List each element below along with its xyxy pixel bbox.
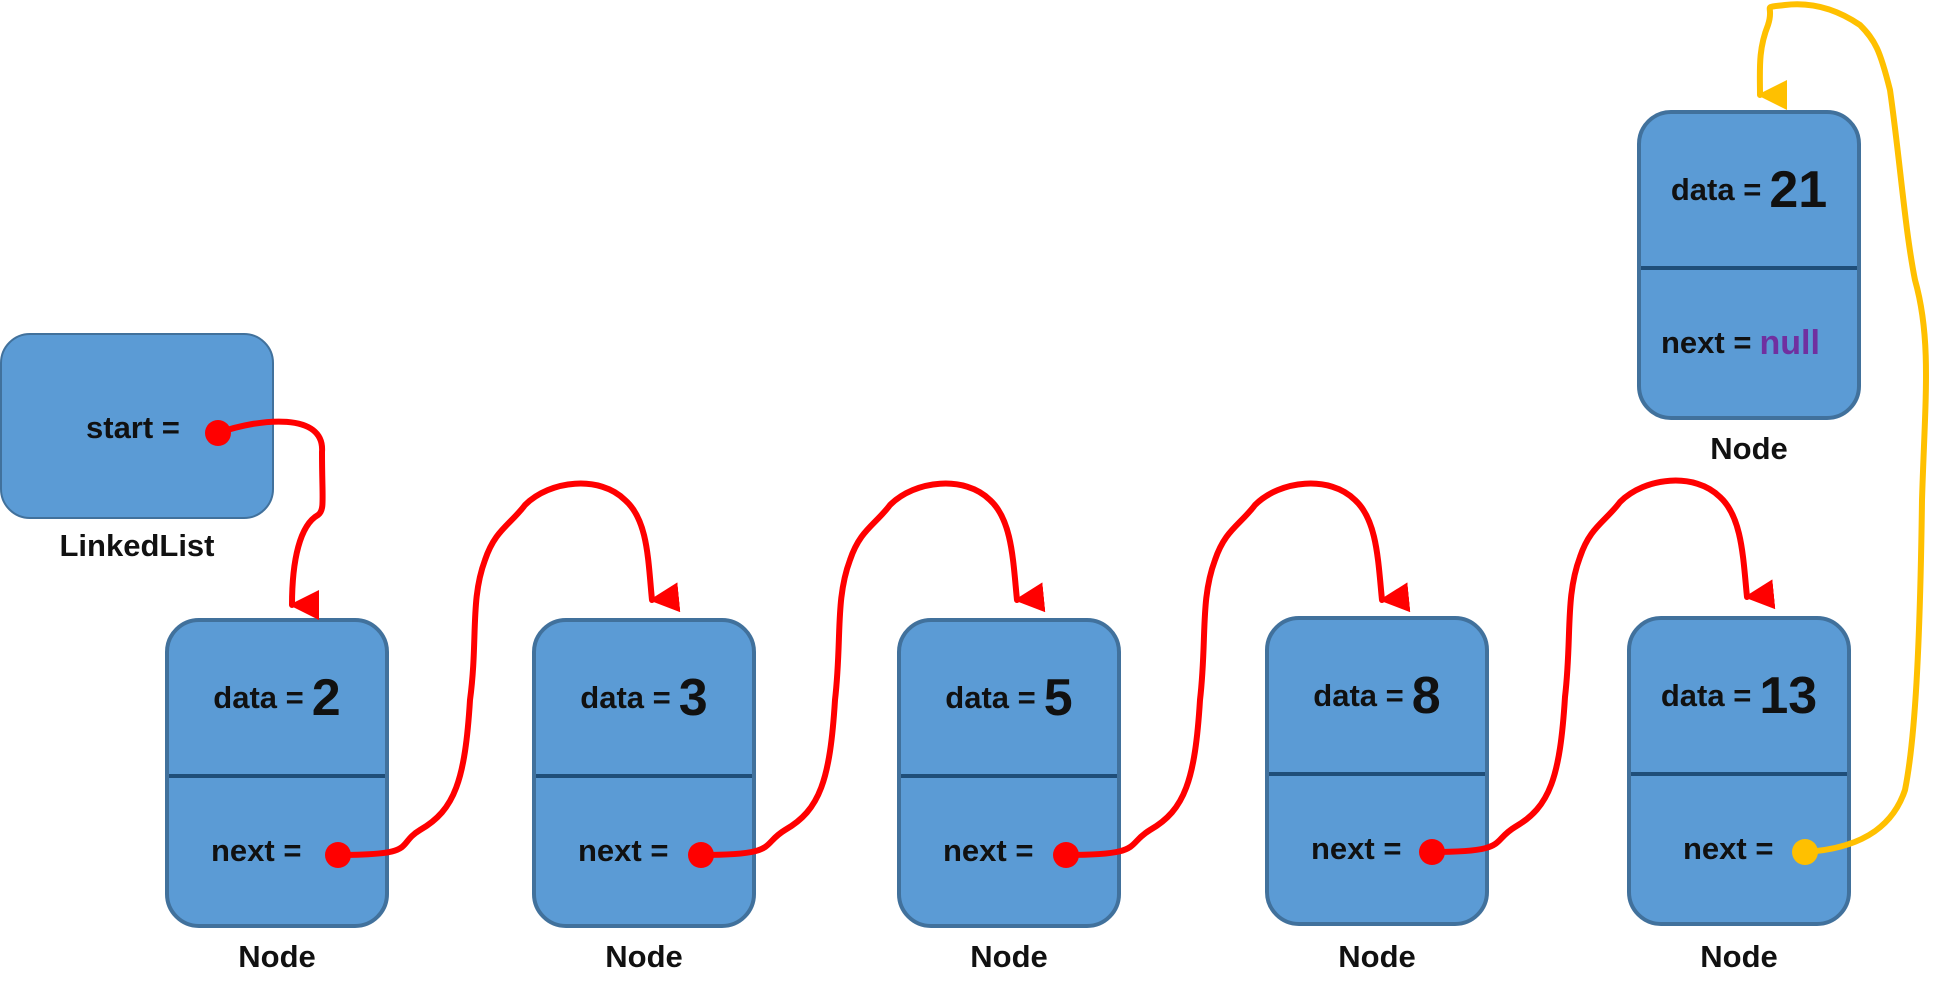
- next-label: next =: [943, 833, 1034, 868]
- node-data-field: data = 8: [1269, 620, 1485, 772]
- data-label: data =: [580, 680, 671, 715]
- node-next-field: next =: [901, 778, 1117, 924]
- data-value: 2: [311, 669, 341, 727]
- node-divider: [169, 774, 385, 778]
- linkedlist-caption: LinkedList: [59, 528, 215, 563]
- node-21: data = 21 next = null: [1637, 110, 1861, 420]
- data-value: 21: [1769, 161, 1828, 219]
- node-data-field: data = 13: [1631, 620, 1847, 772]
- linkedlist-box: start =: [0, 333, 274, 519]
- node-data-field: data = 3: [536, 622, 752, 774]
- next-label: next =: [1683, 831, 1774, 866]
- start-pointer-dot: [205, 420, 231, 446]
- node-2: data = 2 next =: [165, 618, 389, 928]
- node-data-field: data = 21: [1641, 114, 1857, 266]
- data-label: data =: [1670, 172, 1762, 207]
- next-label: next =: [211, 833, 302, 868]
- node-8: data = 8 next =: [1265, 616, 1489, 926]
- data-label: data =: [945, 680, 1036, 715]
- node-caption: Node: [1700, 939, 1778, 974]
- node-next-field: next =: [1269, 776, 1485, 922]
- data-value: 5: [1043, 669, 1073, 727]
- node-data-field: data = 5: [901, 622, 1117, 774]
- null-value: null: [1759, 323, 1820, 362]
- node-caption: Node: [970, 939, 1048, 974]
- next-pointer-dot: [325, 842, 351, 868]
- next-pointer-dot-last: [1792, 839, 1818, 865]
- node-caption: Node: [1338, 939, 1416, 974]
- data-value: 3: [678, 669, 708, 727]
- node-divider: [1641, 266, 1857, 270]
- next-label: next =: [1311, 831, 1402, 866]
- node-5: data = 5 next =: [897, 618, 1121, 928]
- data-value: 13: [1759, 667, 1818, 725]
- next-pointer-dot: [1053, 842, 1079, 868]
- node-next-field: next =: [169, 778, 385, 924]
- node-data-field: data = 2: [169, 622, 385, 774]
- next-label: next =: [1661, 325, 1752, 360]
- node-next-field: next = null: [1641, 270, 1857, 416]
- next-label: next =: [578, 833, 669, 868]
- next-pointer-dot: [688, 842, 714, 868]
- next-pointer-dot: [1419, 839, 1445, 865]
- start-field: start =: [2, 335, 272, 521]
- node-caption: Node: [238, 939, 316, 974]
- data-label: data =: [1660, 678, 1752, 713]
- data-label: data =: [213, 680, 304, 715]
- node-next-field: next =: [536, 778, 752, 924]
- node-caption: Node: [1710, 431, 1788, 466]
- data-value: 8: [1411, 667, 1441, 725]
- node-caption: Node: [605, 939, 683, 974]
- node-13: data = 13 next =: [1627, 616, 1851, 926]
- data-label: data =: [1313, 678, 1404, 713]
- node-3: data = 3 next =: [532, 618, 756, 928]
- start-label: start =: [86, 410, 180, 445]
